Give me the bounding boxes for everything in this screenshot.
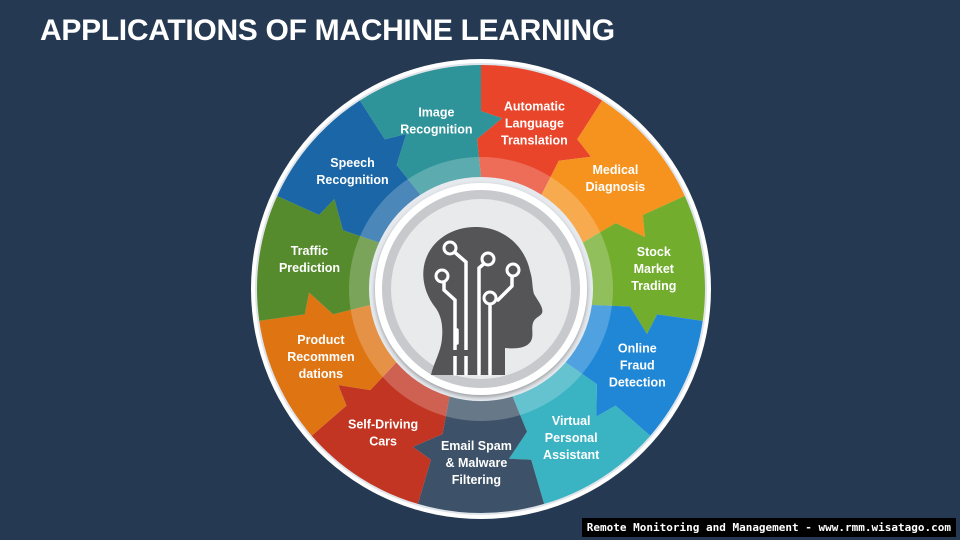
ai-head-circuit-icon (423, 226, 543, 376)
segment-9 (257, 195, 380, 321)
footer-credit: Remote Monitoring and Management - www.r… (581, 518, 956, 537)
segment-8 (259, 292, 397, 436)
segment-5 (508, 362, 651, 504)
segment-1 (477, 65, 603, 195)
page-title: APPLICATIONS OF MACHINE LEARNING (40, 14, 615, 47)
segment-10 (277, 100, 421, 243)
segments-group (257, 65, 706, 514)
segment-3 (582, 195, 706, 335)
segment-7 (311, 362, 450, 504)
segment-2 (541, 100, 685, 243)
segment-11 (359, 65, 502, 195)
segment-4 (565, 304, 703, 436)
segment-6 (412, 396, 545, 514)
